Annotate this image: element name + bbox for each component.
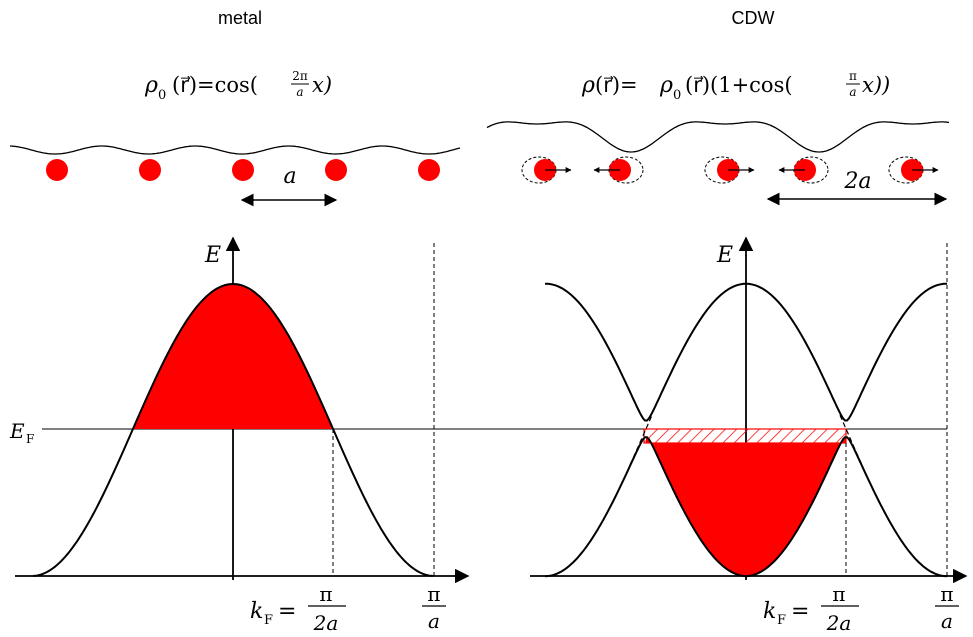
fermi-level-sub: F <box>26 432 34 446</box>
svg-text:2a: 2a <box>826 611 852 635</box>
atom <box>46 159 68 181</box>
displaced-atom <box>521 156 572 184</box>
cdw-upper-band <box>545 282 947 422</box>
cdw-energy-label: E <box>716 243 733 268</box>
atom <box>325 159 347 181</box>
atom <box>418 159 440 181</box>
cdw-spacing-label: 2a <box>843 169 871 194</box>
formula-rho: ρ <box>144 73 158 98</box>
displaced-atom <box>888 156 939 184</box>
formula-tail: x) <box>312 73 332 97</box>
svg-text:k: k <box>250 599 263 624</box>
cdw-density-formula: ρ (r⃗)= ρ 0 (r⃗)(1+cos( π a x)) <box>581 69 890 103</box>
atom <box>139 159 161 181</box>
svg-text:ρ: ρ <box>581 73 595 98</box>
metal-zone-boundary-label: π a <box>422 582 446 633</box>
svg-text:2a: 2a <box>313 611 339 635</box>
svg-text:=: = <box>791 599 809 624</box>
metal-kf-label: k F = π 2a <box>250 582 346 635</box>
displaced-atom <box>778 156 829 184</box>
svg-text:a: a <box>849 85 856 99</box>
svg-text:x)): x)) <box>862 73 890 97</box>
svg-text:k: k <box>763 599 776 624</box>
lattice-spacing-label: a <box>283 164 296 189</box>
metal-title: metal <box>218 8 262 28</box>
metal-density-wave <box>9 145 461 155</box>
formula-arg: (r⃗)=cos( <box>172 73 258 97</box>
metal-band-curve <box>32 282 434 577</box>
svg-text:(r⃗)=: (r⃗)= <box>595 73 638 97</box>
svg-text:a: a <box>428 609 440 633</box>
svg-text:=: = <box>278 599 296 624</box>
displaced-atom <box>704 156 755 184</box>
svg-text:π: π <box>832 582 845 606</box>
svg-text:π: π <box>940 582 953 606</box>
metal-density-formula: ρ 0 (r⃗)=cos( 2π a x) <box>144 69 332 103</box>
svg-text:(r⃗)(1+cos(: (r⃗)(1+cos( <box>685 73 793 97</box>
formula-frac-num: 2π <box>292 69 308 83</box>
cdw-title: CDW <box>732 8 775 28</box>
svg-text:ρ: ρ <box>659 73 673 98</box>
svg-text:F: F <box>777 613 786 628</box>
cdw-zone-boundary-label: π a <box>935 582 959 633</box>
metal-occupied-states <box>134 284 333 429</box>
svg-text:0: 0 <box>673 88 681 103</box>
metal-energy-label: E <box>204 243 221 268</box>
atom <box>232 159 254 181</box>
cdw-occupied-states <box>646 436 846 577</box>
cdw-atom-row <box>521 156 939 184</box>
svg-text:a: a <box>941 609 953 633</box>
svg-text:π: π <box>319 582 332 606</box>
svg-text:F: F <box>264 613 273 628</box>
cdw-density-wave <box>486 121 950 153</box>
svg-text:π: π <box>849 69 857 83</box>
formula-rho-sub: 0 <box>158 88 166 103</box>
fermi-level-label: E <box>9 419 25 443</box>
displaced-atom <box>593 156 644 184</box>
gap-hatched-region <box>643 428 847 444</box>
cdw-kf-label: k F = π 2a <box>763 582 859 635</box>
metal-atom-row <box>46 159 440 181</box>
svg-text:π: π <box>427 582 440 606</box>
formula-frac-den: a <box>296 85 303 99</box>
cdw-lower-band <box>544 436 948 578</box>
